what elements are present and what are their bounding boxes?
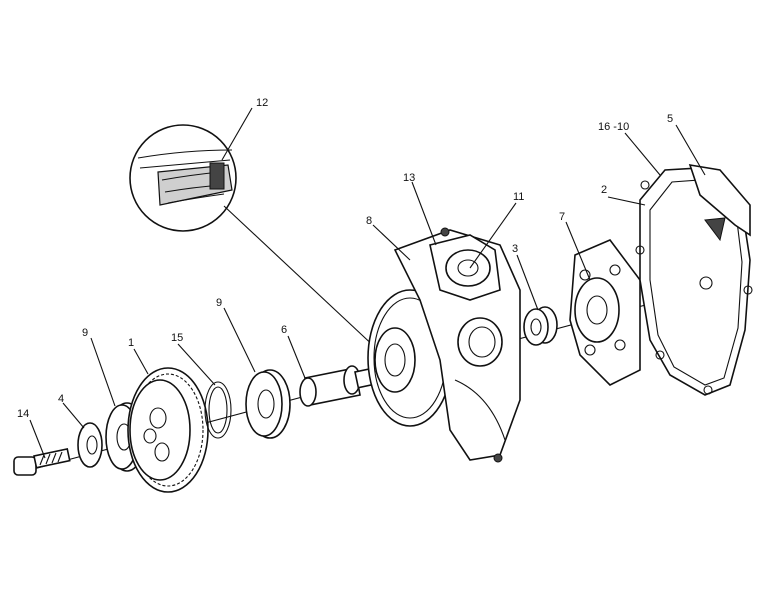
detail-leader-line (223, 205, 379, 351)
callout-4: 4 (58, 393, 64, 405)
flange-part-7 (569, 239, 641, 386)
callout-9-middle: 9 (216, 297, 222, 309)
gear-part-1 (127, 367, 209, 493)
callout-leaders (29, 107, 706, 459)
callout-1: 1 (128, 337, 134, 349)
callout-13: 13 (403, 172, 415, 184)
callout-15: 15 (171, 332, 183, 344)
callout-11: 11 (513, 191, 524, 203)
bolt-part-14 (13, 447, 71, 476)
callout-12: 12 (256, 97, 268, 109)
plate-part-5 (688, 163, 751, 237)
snap-ring-part-15 (204, 381, 232, 439)
housing-part-8 (367, 227, 521, 463)
callout-16-10: 16 -10 (598, 121, 629, 133)
washer-part-4 (77, 422, 103, 468)
callout-3: 3 (512, 243, 518, 255)
detail-magnifier (129, 124, 379, 351)
callout-5: 5 (667, 113, 673, 125)
shaft-part-6 (299, 365, 381, 407)
bearing-part-9-middle (245, 369, 291, 439)
callout-2: 2 (601, 184, 607, 196)
callout-14: 14 (17, 408, 29, 420)
callout-8: 8 (366, 215, 372, 227)
callout-9-left: 9 (82, 327, 88, 339)
callout-6: 6 (281, 324, 287, 336)
callout-7: 7 (559, 211, 565, 223)
seal-part-3 (523, 306, 558, 346)
